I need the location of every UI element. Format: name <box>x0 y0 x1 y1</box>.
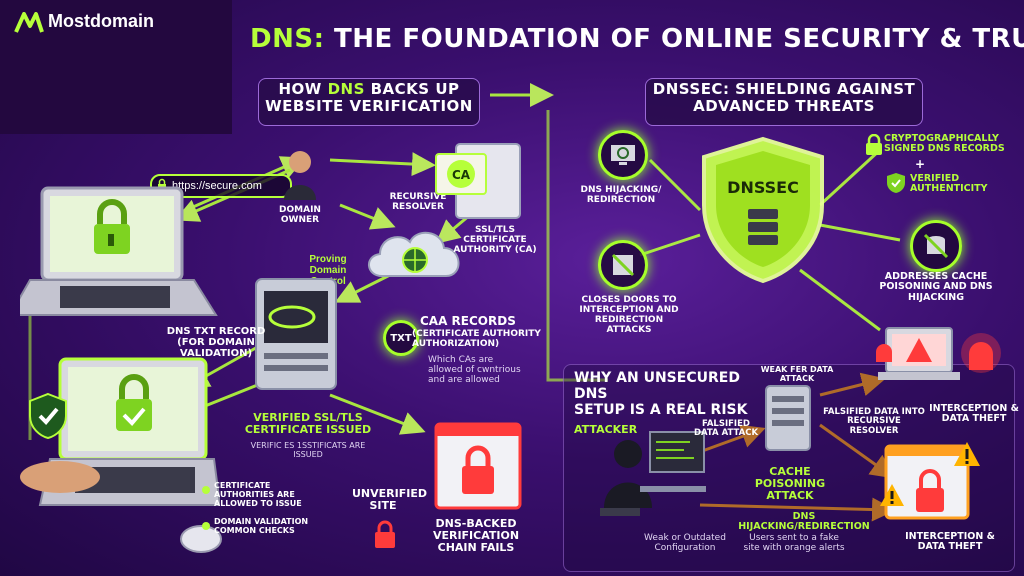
lock-green-icon <box>866 134 882 155</box>
unverified-site-label: UNVERIFIED SITE <box>352 487 427 513</box>
verified-cert-label: VERIFIED SSL/TLS CERTIFICATE ISSUED <box>244 411 372 437</box>
attacker-icon <box>600 431 706 516</box>
recursive-resolver-label: RECURSIVE RESOLVER <box>389 192 447 212</box>
shield-check-icon <box>887 173 905 193</box>
hijacking-blocked-icon <box>598 130 648 180</box>
addresses-label: ADDRESSES CACHE POISONING AND DNS HIJACK… <box>879 271 993 303</box>
browser-failed-icon <box>434 422 522 510</box>
verified-cert-sub: VERIFIC ES 1SSTIFICATS ARE ISSUED <box>250 441 366 459</box>
bullet-ca-allowed: CERTIFICATE AUTHORITIES ARE ALLOWED TO I… <box>214 481 302 508</box>
risk-panel-title: WHY AN UNSECURED DNS SETUP IS A REAL RIS… <box>574 370 748 419</box>
lock-red-icon <box>375 520 395 548</box>
plus-sign: + <box>914 157 926 171</box>
dnssec-panel-title: DNSSEC: SHIELDING AGAINST ADVANCED THREA… <box>645 78 923 126</box>
brand-name: Mostdomain <box>48 11 154 31</box>
interception-bottom-label: INTERCEPTION & DATA THEFT <box>905 531 995 553</box>
attacker-label: ATTACKER <box>574 423 638 436</box>
cloud-resolver-icon <box>368 232 460 277</box>
falsified-resolver-label: FALSIFIED DATA INTO RECURSIVE RESOLVER <box>823 407 925 436</box>
closes-doors-label: CLOSES DOORS TO INTERCEPTION AND REDIREC… <box>579 295 679 335</box>
caa-records-subtitle: (CERTIFICATE AUTHORITY AUTHORIZATION) <box>412 329 541 349</box>
txt-badge: TXT <box>383 320 419 356</box>
shield-check-icon <box>29 392 67 440</box>
page-title: DNS: THE FOUNDATION OF ONLINE SECURITY &… <box>250 24 1024 54</box>
bullet-icon <box>202 522 210 530</box>
falsified-attack-label: FALSIFIED DATA ATTACK <box>693 419 759 439</box>
weak-fer-label: WEAK FER DATA ATTACK <box>760 365 834 383</box>
warning-icon <box>954 442 980 466</box>
alarm-icon <box>876 344 892 362</box>
mouse-icon <box>180 525 222 553</box>
interception-top-label: INTERCEPTION & DATA THEFT <box>929 403 1019 425</box>
interception-blocked-icon <box>598 240 648 290</box>
weak-config-label: Weak or Outdated Configuration <box>644 533 726 553</box>
brand-logo-area: Mostdomain <box>0 0 232 134</box>
laptop-verified-icon <box>20 357 220 506</box>
ca-badge: CA <box>452 168 471 182</box>
dnssec-shield-icon <box>702 136 824 284</box>
hijacking-label: DNS HIJACKING/ REDIRECTION <box>580 185 662 205</box>
warning-icon <box>880 484 904 506</box>
laptop-warning-icon <box>878 327 960 380</box>
cache-poisoning-label: CACHE POISONING ATTACK <box>754 465 826 503</box>
cache-protect-icon <box>910 220 962 272</box>
caa-records-title: CAA RECORDS <box>420 314 516 328</box>
dnssec-shield-label: DNSSEC <box>727 178 799 197</box>
title-rest: THE FOUNDATION OF ONLINE SECURITY & TRUS… <box>334 24 1024 54</box>
caa-records-description: Which CAs are allowed of cwntrious and a… <box>428 355 521 385</box>
domain-owner-label: DOMAIN OWNER <box>279 205 321 225</box>
brand-logo-icon <box>14 12 44 33</box>
bullet-domain-validation: DOMAIN VALIDATION COMMON CHECKS <box>214 517 309 535</box>
crypto-signed-label: CRYPTOGRAPHICALLY SIGNED DNS RECORDS <box>884 133 1005 155</box>
dns-server-icon <box>255 278 337 390</box>
laptop-secure-icon <box>20 186 218 316</box>
title-accent: DNS: <box>250 24 325 54</box>
certificate-authority-icon: CA <box>435 143 521 219</box>
siren-icon <box>961 333 1001 373</box>
bullet-icon <box>202 486 210 494</box>
hijacking-redirection-label: DNS HIJACKING/REDIRECTION <box>738 511 870 533</box>
dns-txt-record-label: DNS TXT RECORD (FOR DOMAIN VALIDATION) <box>166 326 266 359</box>
resolver-server-icon <box>765 385 811 451</box>
domain-owner-icon <box>284 151 316 200</box>
verified-authenticity-label: VERIFIED AUTHENTICITY <box>910 173 988 195</box>
users-sent-label: Users sent to a fake site with orange al… <box>743 533 845 553</box>
ca-label: SSL/TLS CERTIFICATE AUTHORITY (CA) <box>453 225 537 255</box>
fake-site-icon <box>884 444 970 520</box>
chain-fails-label: DNS-BACKED VERIFICATION CHAIN FAILS <box>432 517 520 555</box>
left-panel-title: HOW DNS BACKS UP WEBSITE VERIFICATION <box>258 78 480 126</box>
